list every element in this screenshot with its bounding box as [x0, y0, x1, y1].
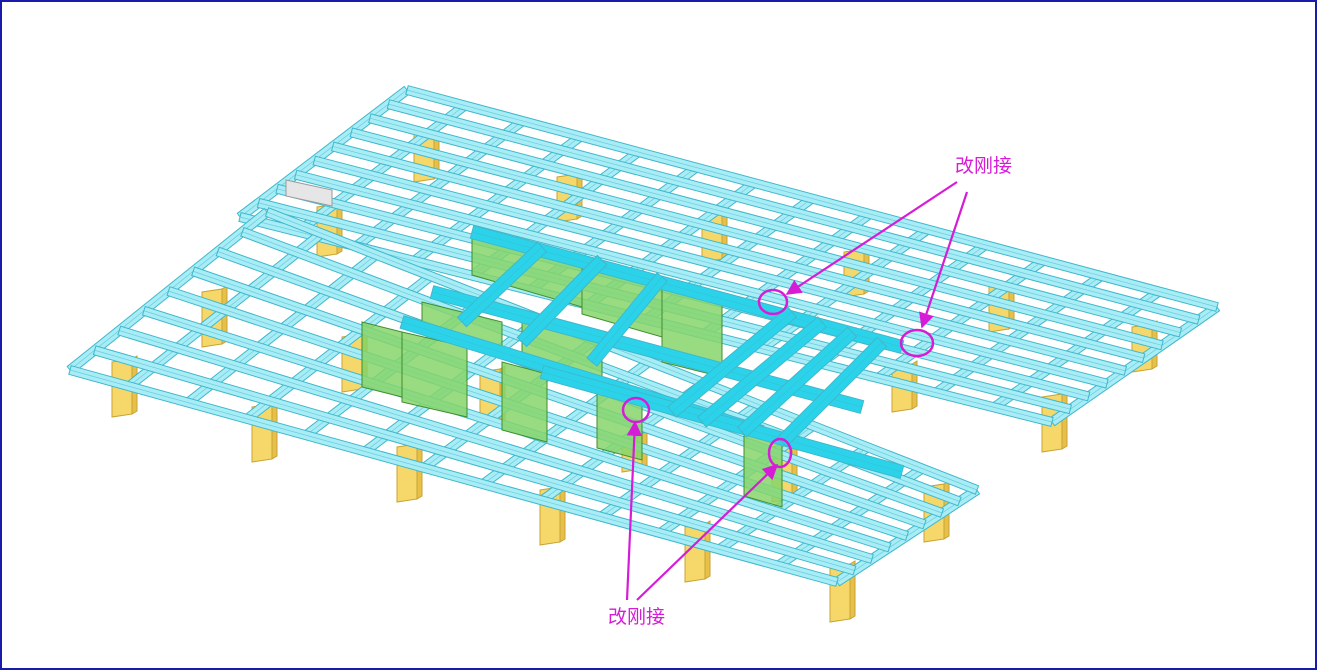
callout-arrow	[636, 463, 779, 601]
callouts-layer	[621, 181, 969, 601]
gray-detail	[285, 179, 333, 207]
callout-arrow	[625, 420, 643, 601]
core-wall	[361, 321, 403, 398]
column	[396, 443, 418, 503]
callout-label-bottom: 改刚接	[608, 606, 666, 628]
callout-arrow	[785, 181, 958, 295]
rigid-connection-marker	[757, 288, 789, 316]
callout-arrow	[919, 191, 969, 329]
callout-label-top: 改刚接	[955, 155, 1013, 177]
rigid-connection-marker	[767, 437, 793, 469]
core-beams-layer	[399, 225, 905, 479]
beams-layer	[66, 85, 1221, 587]
column	[684, 523, 706, 583]
rigid-connection-marker	[899, 328, 935, 358]
core-wall	[501, 361, 548, 443]
